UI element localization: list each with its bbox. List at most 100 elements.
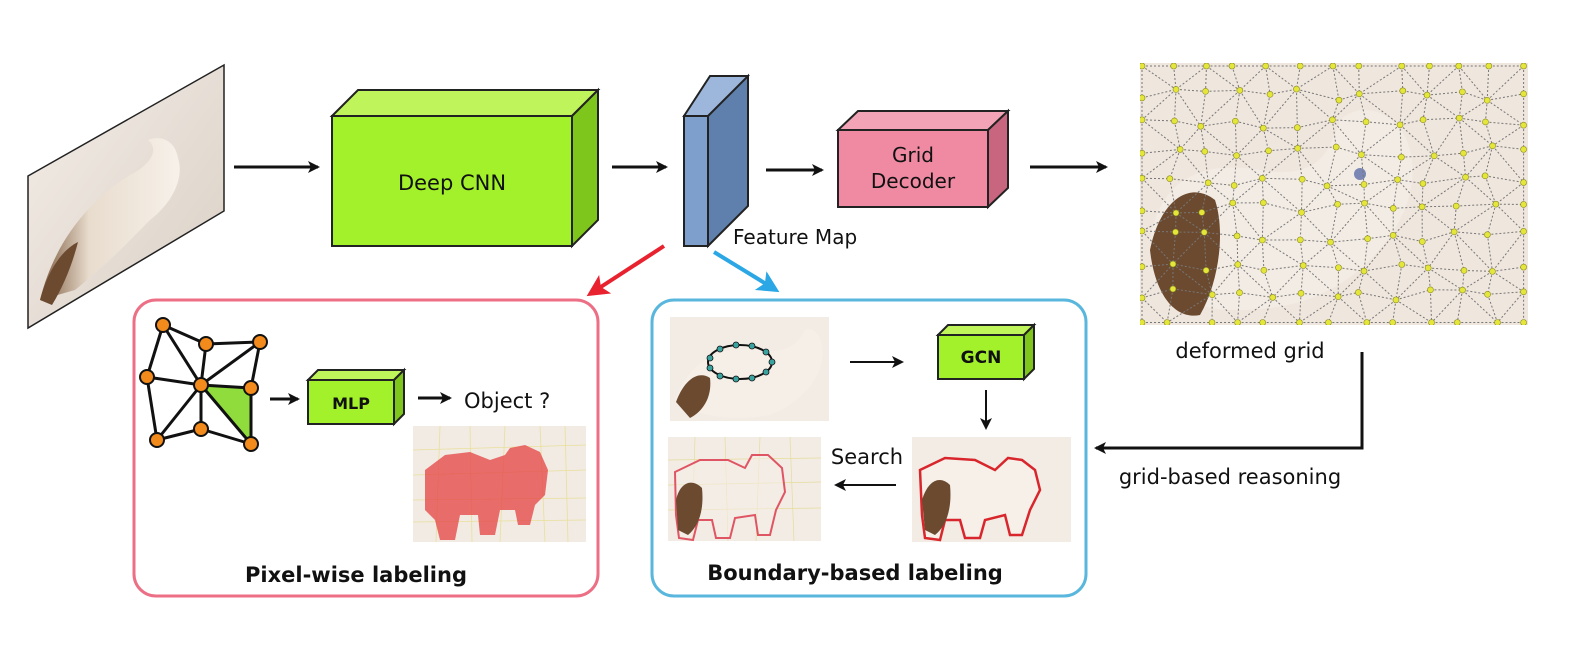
grid-node <box>1260 124 1267 132</box>
grid-node <box>1234 261 1242 268</box>
grid-node <box>1456 114 1463 122</box>
grid-edge <box>1261 240 1265 271</box>
mlp-label: MLP <box>332 394 370 413</box>
grid-edge <box>1458 117 1493 147</box>
grid-node <box>1430 152 1438 160</box>
grid-node <box>1398 153 1405 161</box>
grid-edge <box>1141 297 1168 323</box>
boundary-based-labeling-panel: GCN Search Boundary-based labeling <box>650 298 1088 598</box>
grid-node <box>1140 94 1146 102</box>
grid-based-reasoning-label: grid-based reasoning <box>1119 465 1341 489</box>
grid-edge <box>1211 264 1239 295</box>
grid-edge <box>1200 90 1241 127</box>
grid-edge <box>1169 178 1177 214</box>
grid-edge <box>1338 291 1359 298</box>
grid-edge <box>1141 119 1175 122</box>
grid-edge <box>1269 88 1297 95</box>
grid-node <box>1298 175 1306 183</box>
grid-edge <box>1427 91 1463 96</box>
grid-edge <box>1262 94 1271 129</box>
grid-edge <box>1336 146 1362 156</box>
grid-edge <box>1332 119 1362 156</box>
grid-edge <box>1364 202 1394 209</box>
grid-edge <box>1169 178 1209 184</box>
grid-node <box>1424 264 1432 272</box>
grid-node <box>1329 63 1337 70</box>
grid-edge <box>1399 124 1402 158</box>
grid-node <box>1259 319 1266 325</box>
grid-edge <box>1361 124 1401 156</box>
grid-edge <box>1462 91 1488 101</box>
grid-edge <box>1337 296 1368 323</box>
grid-edge <box>1357 292 1368 323</box>
grid-node <box>1140 207 1146 215</box>
grid-node <box>1265 147 1272 155</box>
pixel-mask-image <box>413 426 586 542</box>
grid-node <box>1294 124 1301 131</box>
grid-edge <box>1486 65 1490 101</box>
grid-edge <box>1237 264 1264 271</box>
grid-edge <box>1363 184 1366 204</box>
grid-edge <box>1141 177 1177 214</box>
grid-edge <box>1361 154 1398 181</box>
grid-edge <box>1201 182 1209 213</box>
grid-edge <box>1300 239 1331 243</box>
grid-edge <box>1367 234 1394 240</box>
grid-edge <box>1261 178 1264 203</box>
grid-edge <box>1326 185 1365 204</box>
grid-edge <box>1401 65 1428 96</box>
grid-node <box>1419 116 1427 123</box>
grid-edge <box>1363 179 1398 185</box>
grid-edge <box>1458 65 1463 92</box>
grid-node <box>1269 294 1277 301</box>
grid-node <box>1163 319 1171 325</box>
grid-node <box>1233 152 1240 159</box>
grid-node <box>1484 291 1491 298</box>
deep-cnn-block: Deep CNN <box>329 87 601 249</box>
grid-node <box>1208 291 1216 298</box>
grid-node <box>1296 63 1304 70</box>
boundary-based-labeling-label: Boundary-based labeling <box>707 561 1003 585</box>
grid-edge <box>1175 212 1177 233</box>
grid-edge <box>1458 65 1488 101</box>
grid-edge <box>1205 89 1240 92</box>
grid-edge <box>1299 239 1304 266</box>
grid-edge <box>1453 203 1497 233</box>
grid-node <box>1428 319 1435 325</box>
grid-edge <box>1206 65 1241 91</box>
grid-edge <box>1363 270 1397 301</box>
grid-node <box>1355 90 1363 98</box>
grid-edge <box>1141 230 1174 265</box>
object-question-label: Object ? <box>464 389 550 413</box>
grid-edge <box>1422 95 1428 120</box>
grid-node <box>1297 290 1305 297</box>
pixel-wise-labeling-panel: MLP Object ? Pixel-wise labeling <box>132 298 600 598</box>
grid-node <box>1236 289 1243 296</box>
grid-edge <box>1234 177 1263 186</box>
grid-node <box>1259 236 1266 244</box>
grid-edge <box>1462 270 1493 291</box>
grid-edge <box>1484 175 1497 205</box>
pixel-wise-labeling-label: Pixel-wise labeling <box>245 563 467 587</box>
grid-edge <box>1262 297 1274 323</box>
grid-edge <box>1330 202 1365 243</box>
grid-edge <box>1429 289 1433 323</box>
grid-edge <box>1206 264 1238 271</box>
grid-node <box>1233 232 1241 240</box>
grid-node <box>1140 319 1146 325</box>
grid-edge <box>1232 185 1235 203</box>
grid-edge <box>1297 148 1303 180</box>
grid-edge <box>1180 148 1205 152</box>
grid-edge <box>1239 292 1273 298</box>
gcn-block: GCN <box>935 322 1037 382</box>
grid-edge <box>1261 177 1302 213</box>
grid-edge <box>1302 241 1331 266</box>
grid-edge <box>1486 99 1524 126</box>
grid-edge <box>1456 203 1496 207</box>
grid-edge <box>1497 291 1524 323</box>
grid-node <box>1459 286 1466 294</box>
grid-edge <box>1231 65 1241 91</box>
grid-node <box>1172 86 1180 93</box>
grid-edge <box>1360 154 1365 185</box>
